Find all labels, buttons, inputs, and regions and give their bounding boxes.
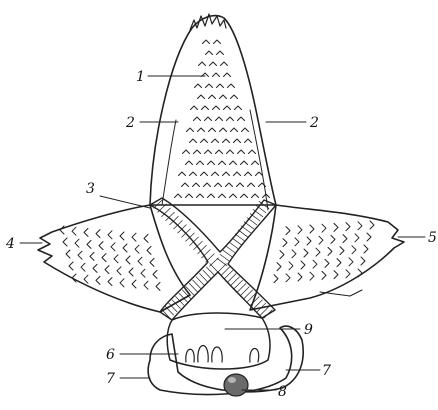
label-9: 9 [304,322,313,338]
upper-lobe-scale-texture [175,40,270,198]
label-8: 8 [278,384,287,400]
label-2-right: 2 [309,115,319,131]
right-lobe [250,205,404,310]
label-7-right: 7 [322,363,331,379]
label-5: 5 [428,230,437,246]
label-4: 4 [5,236,15,252]
label-2-left: 2 [125,115,135,131]
left-lobe-scale-texture [60,226,160,290]
right-lobe-scale-texture [274,221,374,283]
label-6: 6 [106,347,115,363]
upper-lobe [150,14,276,210]
label-3: 3 [86,181,95,197]
label-7-left: 7 [106,371,115,387]
left-lobe [38,205,190,312]
label-1-upper: 1 [136,69,145,85]
knob-8 [224,374,248,396]
band-striations [154,200,273,318]
leader-lines [20,76,425,390]
